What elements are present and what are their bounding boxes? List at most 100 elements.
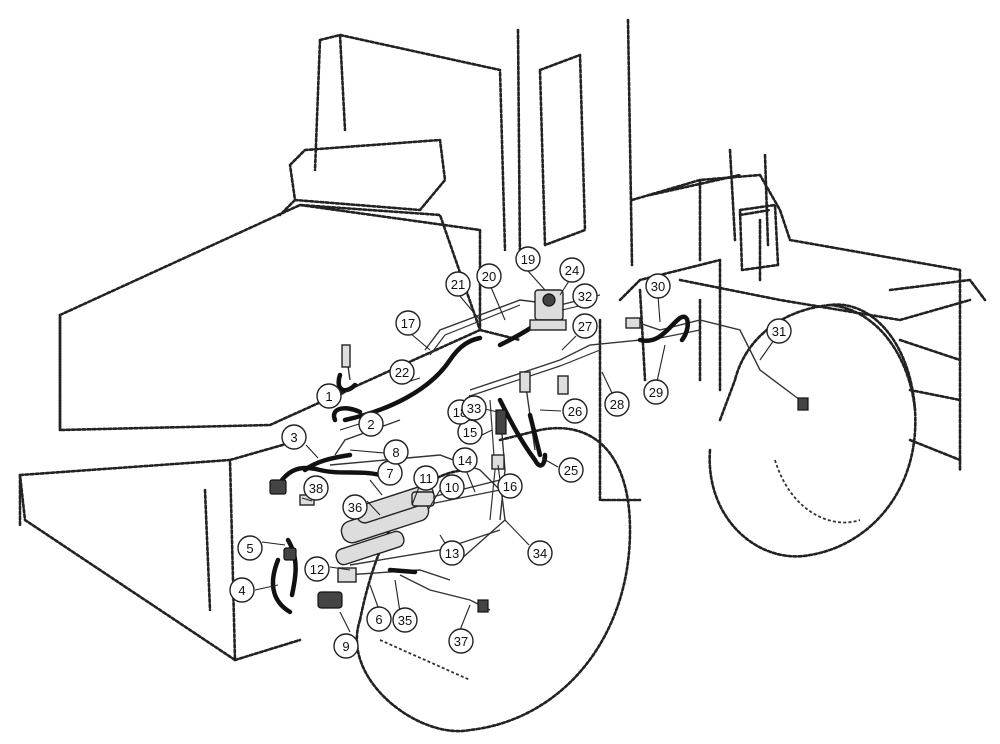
- callout-circle: [461, 395, 487, 421]
- callout-circle: [527, 540, 553, 566]
- callout-number: 21: [451, 277, 465, 292]
- callout-number: 6: [375, 612, 382, 627]
- callout-circle: [395, 310, 421, 336]
- callout-31: 31: [766, 318, 792, 344]
- callout-circle: [392, 607, 418, 633]
- components: [269, 289, 809, 613]
- callout-circle: [383, 439, 409, 465]
- callout-circle: [562, 398, 588, 424]
- callout-7: 7: [377, 460, 403, 486]
- callout-circle: [281, 424, 307, 450]
- hose-1: [336, 372, 358, 393]
- callout-circle: [358, 411, 384, 437]
- callout-number: 35: [398, 613, 412, 628]
- hose-30: [637, 314, 690, 344]
- callout-20: 20: [476, 263, 502, 289]
- callout-number: 16: [503, 479, 517, 494]
- callout-number: 37: [454, 634, 468, 649]
- callout-37: 37: [448, 628, 474, 654]
- callout-circle: [448, 628, 474, 654]
- callout-38: 38: [303, 475, 329, 501]
- callout-number: 4: [238, 583, 245, 598]
- callout-30: 30: [645, 273, 671, 299]
- callout-28: 28: [604, 391, 630, 417]
- callout-circle: [439, 474, 465, 500]
- callout-6: 6: [366, 606, 392, 632]
- hose-3: [302, 452, 353, 473]
- vehicle-outline: [18, 18, 987, 662]
- callout-circle: [439, 540, 465, 566]
- callout-number: 30: [651, 279, 665, 294]
- callout-circle: [229, 577, 255, 603]
- callout-9: 9: [333, 633, 359, 659]
- callout-number: 24: [565, 263, 579, 278]
- hose-25: [497, 397, 548, 468]
- callout-number: 19: [521, 252, 535, 267]
- callout-2: 2: [358, 411, 384, 437]
- callout-14: 14: [452, 447, 478, 473]
- callout-circle: [559, 257, 585, 283]
- callout-number: 7: [386, 466, 393, 481]
- callout-34: 34: [527, 540, 553, 566]
- callout-circle: [572, 283, 598, 309]
- callout-circle: [558, 457, 584, 483]
- callout-circle: [497, 473, 523, 499]
- callout-circle: [445, 271, 471, 297]
- callout-32: 32: [572, 283, 598, 309]
- control-valve: [529, 289, 567, 331]
- callout-13: 13: [439, 540, 465, 566]
- callout-circle: [572, 313, 598, 339]
- callout-24: 24: [559, 257, 585, 283]
- callout-number: 31: [772, 324, 786, 339]
- callout-circle: [237, 535, 263, 561]
- callout-21: 21: [445, 271, 471, 297]
- leader-lines: [254, 270, 775, 633]
- callout-19: 19: [515, 246, 541, 272]
- callout-number: 17: [401, 316, 415, 331]
- callout-number: 36: [348, 500, 362, 515]
- callout-circle: [604, 391, 630, 417]
- callout-number: 2: [367, 417, 374, 432]
- callout-number: 3: [290, 430, 297, 445]
- callout-1: 1: [316, 383, 342, 409]
- callout-circle: [413, 465, 439, 491]
- callout-circle: [645, 273, 671, 299]
- callout-3: 3: [281, 424, 307, 450]
- callout-number: 34: [533, 546, 547, 561]
- hose-5: [285, 537, 298, 598]
- callout-27: 27: [572, 313, 598, 339]
- callout-number: 8: [392, 445, 399, 460]
- rear-wheel: [708, 303, 917, 558]
- callout-number: 28: [610, 397, 624, 412]
- callout-circle: [333, 633, 359, 659]
- callout-number: 29: [649, 385, 663, 400]
- callout-36: 36: [342, 494, 368, 520]
- callout-circle: [766, 318, 792, 344]
- callout-number: 38: [309, 481, 323, 496]
- callout-number: 12: [310, 562, 324, 577]
- callout-11: 11: [413, 465, 439, 491]
- callout-number: 22: [395, 365, 409, 380]
- callout-number: 9: [342, 639, 349, 654]
- callout-circle: [342, 494, 368, 520]
- callout-26: 26: [562, 398, 588, 424]
- callout-labels: 1234567891011121314151617181920212224252…: [229, 246, 792, 659]
- hose-22: [342, 335, 483, 423]
- callout-number: 14: [458, 453, 472, 468]
- callout-circle: [304, 556, 330, 582]
- hose-routing: [270, 294, 801, 615]
- callout-25: 25: [558, 457, 584, 483]
- callout-22: 22: [389, 359, 415, 385]
- callout-number: 20: [482, 269, 496, 284]
- hose-4: [270, 557, 293, 615]
- callout-5: 5: [237, 535, 263, 561]
- callout-circle: [303, 475, 329, 501]
- callout-number: 1: [325, 389, 332, 404]
- callout-35: 35: [392, 607, 418, 633]
- callout-29: 29: [643, 379, 669, 405]
- callout-4: 4: [229, 577, 255, 603]
- callout-number: 10: [445, 480, 459, 495]
- callout-number: 26: [568, 404, 582, 419]
- callout-number: 27: [578, 319, 592, 334]
